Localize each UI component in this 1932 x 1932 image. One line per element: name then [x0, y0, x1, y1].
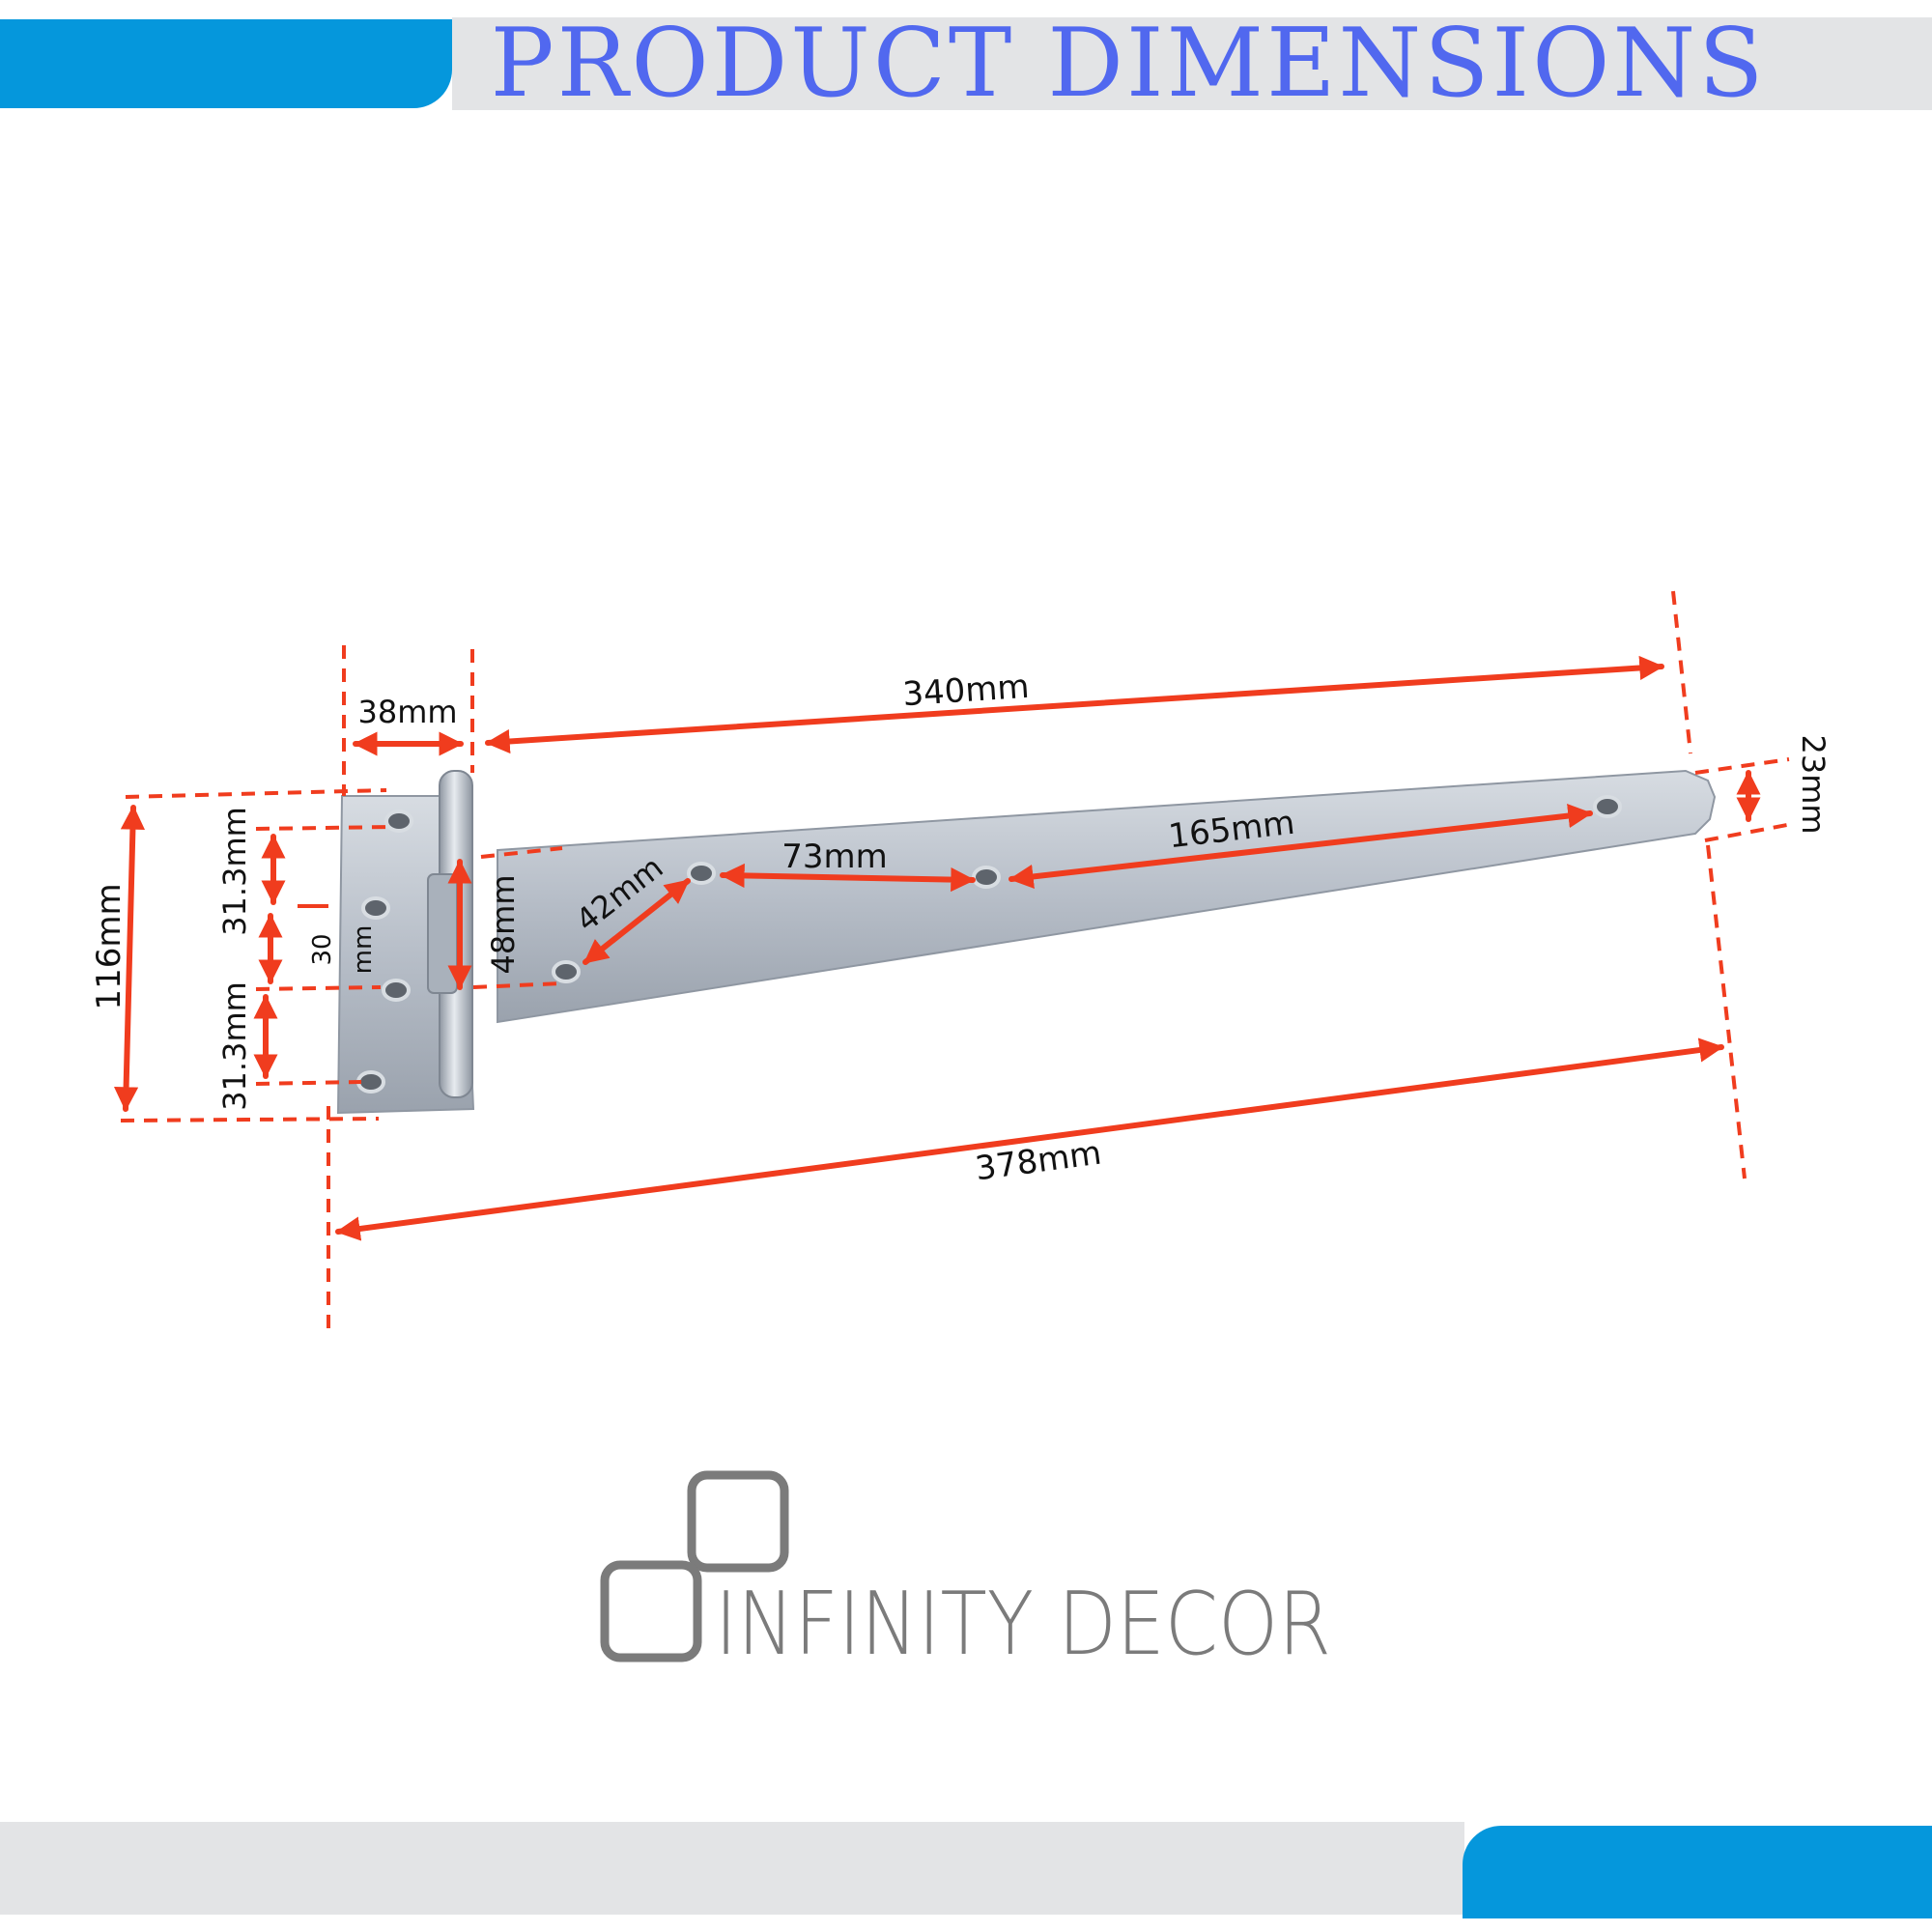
- hinge-strap: [497, 769, 1717, 1024]
- extension-line: [472, 981, 563, 989]
- arrow-strap-length: [485, 655, 1664, 754]
- interlocking-squares-logo-icon: [600, 1470, 789, 1662]
- header-accent-bar: [0, 19, 452, 108]
- brand-name: INFINITY DECOR: [715, 1574, 1331, 1675]
- extension-line: [255, 985, 382, 991]
- extension-line: [1671, 590, 1692, 754]
- page-title: PRODUCT DIMENSIONS: [490, 9, 1767, 119]
- screw-hole: [382, 979, 411, 1002]
- header-band: [452, 17, 1932, 110]
- label-strap-root: 48mm: [485, 874, 522, 974]
- extension-line: [1706, 844, 1747, 1179]
- extension-line: [1694, 757, 1790, 775]
- extension-line: [255, 1080, 362, 1086]
- label-leaf-height: 116mm: [90, 883, 128, 1009]
- label-leaf-width: 38mm: [357, 694, 457, 730]
- screw-hole: [384, 810, 413, 833]
- arrow-overall-length: [335, 1037, 1724, 1241]
- screw-hole: [1593, 795, 1622, 818]
- label-hole-73: 73mm: [781, 838, 888, 876]
- extension-line: [125, 788, 387, 799]
- label-strap-length: 340mm: [901, 668, 1030, 714]
- label-pitch-mid-value: 30: [308, 933, 337, 965]
- label-pitch-top: 31.3mm: [216, 807, 253, 936]
- footer-accent-bar: [1463, 1826, 1932, 1918]
- extension-line: [120, 1117, 380, 1122]
- arrow-hole-73: [720, 863, 976, 893]
- label-pitch-bottom: 31.3mm: [216, 981, 253, 1111]
- dimension-labels: 38mm 340mm 23mm 165mm 73mm 42mm 48mm 116…: [90, 668, 1832, 1189]
- hinge-knuckle: [427, 873, 458, 994]
- screw-hole: [356, 1070, 385, 1094]
- arrow-leaf-height: [113, 805, 146, 1112]
- screw-hole: [972, 866, 1001, 889]
- extension-lines: [120, 590, 1790, 1333]
- label-tip-width: 23mm: [1795, 734, 1832, 834]
- arrow-hole-165: [1009, 804, 1593, 889]
- dimension-arrows: [113, 655, 1761, 1241]
- arrow-hole-42: [582, 878, 691, 965]
- screw-hole: [361, 896, 390, 920]
- label-pitch-mid-unit: mm: [349, 925, 378, 975]
- extension-line: [1704, 823, 1788, 842]
- screw-hole: [687, 862, 716, 885]
- brand-logo: INFINITY DECOR: [600, 1470, 1331, 1675]
- footer-band: [0, 1822, 1464, 1915]
- screw-hole: [552, 960, 581, 983]
